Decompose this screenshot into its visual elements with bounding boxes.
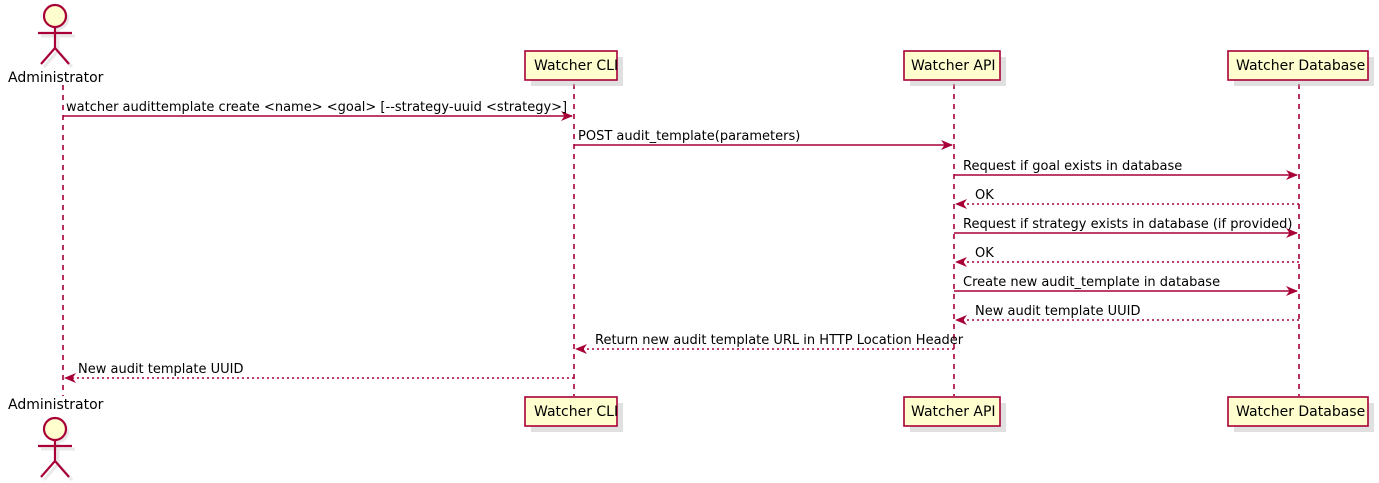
- actor-figure-administrator-top: [38, 3, 75, 68]
- lifelines: [62, 84, 1300, 396]
- message-label-9: Return new audit template URL in HTTP Lo…: [595, 333, 964, 348]
- message-label-10: New audit template UUID: [78, 362, 244, 377]
- message-label-8: New audit template UUID: [975, 304, 1141, 319]
- participant-box-watcher-database-top[interactable]: [1227, 50, 1374, 86]
- message-label-2: POST audit_template(parameters): [578, 129, 801, 144]
- participant-label-watcher-cli-bottom: Watcher CLI: [534, 404, 619, 420]
- message-arrows: [63, 111, 1299, 383]
- participant-box-watcher-database-bottom[interactable]: [1227, 396, 1374, 432]
- participant-label-watcher-api-top: Watcher API: [911, 58, 996, 74]
- participant-label-watcher-api-bottom: Watcher API: [911, 404, 996, 420]
- participant-box-watcher-api-bottom[interactable]: [903, 396, 1006, 432]
- actor-label-administrator-bottom: Administrator: [8, 397, 104, 413]
- participant-box-watcher-api-top[interactable]: [903, 50, 1006, 86]
- message-label-5: Request if strategy exists in database (…: [963, 217, 1293, 232]
- message-label-6: OK: [975, 246, 994, 261]
- participant-box-watcher-cli-top[interactable]: [524, 50, 623, 86]
- message-label-1: watcher audittemplate create <name> <goa…: [66, 100, 568, 115]
- message-label-4: OK: [975, 188, 994, 203]
- message-label-7: Create new audit_template in database: [963, 275, 1221, 290]
- participant-label-watcher-database-top: Watcher Database: [1236, 58, 1366, 74]
- actor-figure-administrator-bottom: [38, 416, 75, 481]
- message-label-3: Request if goal exists in database: [963, 159, 1183, 174]
- actor-label-administrator-top: Administrator: [8, 70, 104, 86]
- participant-label-watcher-cli-top: Watcher CLI: [534, 58, 619, 74]
- participant-label-watcher-database-bottom: Watcher Database: [1236, 404, 1366, 420]
- participant-box-watcher-cli-bottom[interactable]: [524, 396, 623, 432]
